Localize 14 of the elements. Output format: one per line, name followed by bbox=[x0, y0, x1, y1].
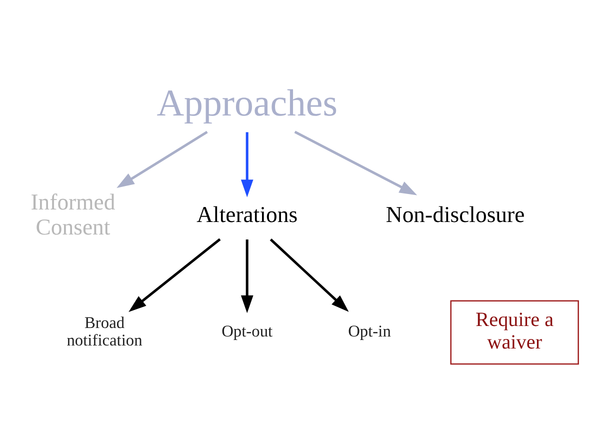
node-box: Require a waiver bbox=[450, 300, 579, 365]
arrow bbox=[294, 130, 418, 196]
arrow bbox=[240, 132, 254, 198]
arrow bbox=[116, 130, 208, 188]
node-text: Non-disclosure bbox=[386, 202, 525, 227]
node-text: Informed Consent bbox=[30, 189, 116, 240]
arrow bbox=[128, 238, 221, 312]
node-text: Opt-in bbox=[348, 322, 391, 341]
arrow bbox=[270, 238, 349, 312]
arrow bbox=[240, 239, 254, 314]
node-text: Opt-out bbox=[222, 322, 273, 341]
node-text: Alterations bbox=[196, 202, 298, 227]
node-text: Broad notification bbox=[66, 312, 142, 350]
node-text: Approaches bbox=[156, 82, 338, 124]
